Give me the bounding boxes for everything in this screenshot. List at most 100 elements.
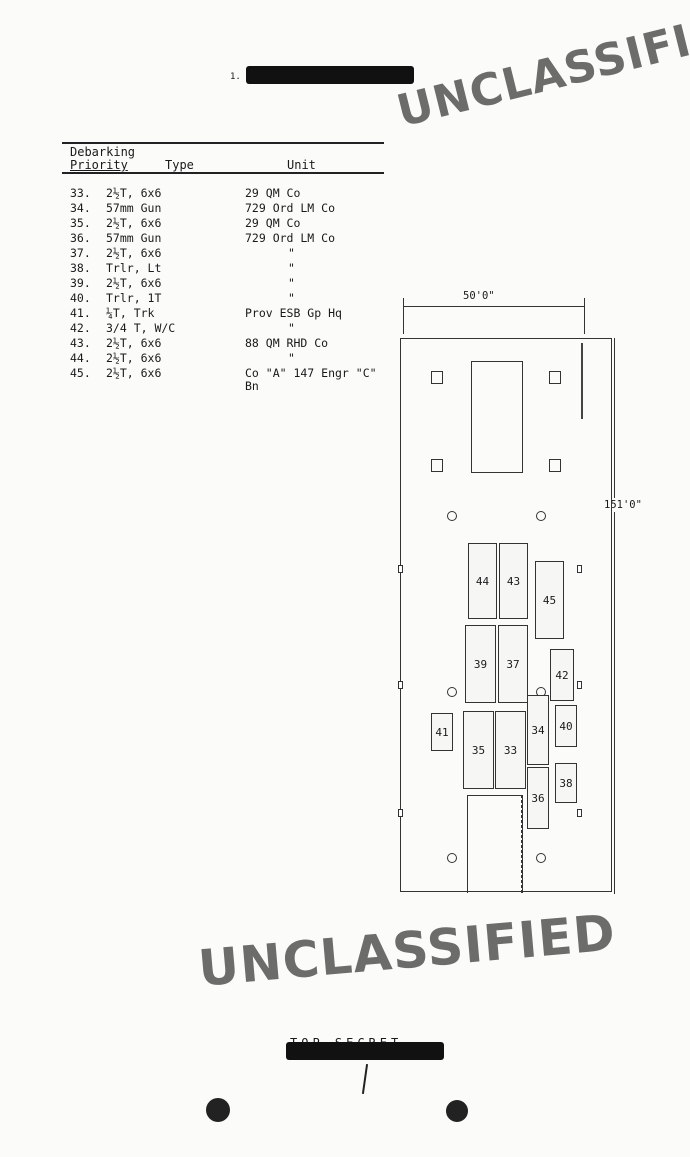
side-cleat bbox=[577, 681, 582, 689]
row-unit: " bbox=[288, 321, 295, 335]
hatch-opening-bottom bbox=[467, 795, 523, 893]
table-row: 35. 2½T, 6x6 29 QM Co bbox=[70, 216, 390, 231]
row-type: 57mm Gun bbox=[106, 231, 162, 245]
table-row: 34. 57mm Gun 729 Ord LM Co bbox=[70, 201, 390, 216]
row-unit: Prov ESB Gp Hq bbox=[245, 306, 342, 320]
vehicle-44: 44 bbox=[468, 543, 497, 619]
hatch-opening-top bbox=[471, 361, 523, 473]
row-type: 2½T, 6x6 bbox=[106, 216, 162, 230]
header-type: Type bbox=[165, 158, 194, 172]
vehicle-43: 43 bbox=[499, 543, 528, 619]
binder-hole bbox=[206, 1098, 230, 1122]
row-type: 57mm Gun bbox=[106, 201, 162, 215]
row-unit: 729 Ord LM Co bbox=[245, 201, 336, 215]
bitt-square bbox=[431, 459, 443, 472]
vehicle-39: 39 bbox=[465, 625, 496, 703]
table-row: 33. 2½T, 6x6 29 QM Co bbox=[70, 186, 390, 201]
redaction-bar-bottom bbox=[286, 1042, 444, 1060]
row-priority: 44. bbox=[70, 351, 91, 365]
vehicle-37: 37 bbox=[498, 625, 528, 703]
row-priority: 35. bbox=[70, 216, 91, 230]
row-priority: 38. bbox=[70, 261, 91, 275]
row-type: ¼T, Trk bbox=[106, 306, 155, 320]
row-unit: 29 QM Co bbox=[245, 216, 301, 230]
side-cleat bbox=[577, 565, 582, 573]
row-type: Trlr, Lt bbox=[106, 261, 162, 275]
deck-outline: 44 43 45 39 37 42 40 41 35 33 34 36 38 bbox=[398, 338, 612, 893]
row-unit: " bbox=[288, 246, 295, 260]
bitt-square bbox=[431, 371, 443, 384]
header-unit: Unit bbox=[287, 158, 316, 172]
table-row: 40. Trlr, 1T " bbox=[70, 291, 390, 306]
table-row: 39.2½T, 6x6" bbox=[70, 276, 390, 291]
row-type: 3/4 T, W/C bbox=[106, 321, 176, 335]
row-priority: 37. bbox=[70, 246, 91, 260]
bulkhead-line bbox=[581, 343, 583, 419]
width-dim-left-tick bbox=[403, 298, 404, 334]
table-header-rule bbox=[62, 172, 384, 174]
unclassified-stamp-bottom: UNCLASSIFIED bbox=[196, 903, 618, 998]
row-priority: 33. bbox=[70, 186, 91, 200]
dashed-line bbox=[521, 795, 522, 893]
row-priority: 41. bbox=[70, 306, 91, 320]
vehicle-41: 41 bbox=[431, 713, 453, 751]
deck-fitting-circle bbox=[447, 853, 457, 863]
row-type: 2½T, 6x6 bbox=[106, 186, 162, 200]
row-type: 2½T, 6x6 bbox=[106, 366, 162, 380]
pen-mark bbox=[361, 1064, 369, 1094]
row-type: 2½T, 6x6 bbox=[106, 351, 162, 365]
vehicle-34: 34 bbox=[527, 695, 549, 765]
row-priority: 34. bbox=[70, 201, 91, 215]
table-row: 37. 2½T, 6x6 " bbox=[70, 246, 390, 261]
row-priority: 43. bbox=[70, 336, 91, 350]
side-cleat bbox=[577, 809, 582, 817]
vehicle-35: 35 bbox=[463, 711, 494, 789]
table-row: 42.3/4 T, W/C" bbox=[70, 321, 390, 336]
length-label: 151'0" bbox=[604, 498, 642, 512]
width-dim-right-tick bbox=[584, 298, 585, 334]
table-row-continuation: Bn bbox=[70, 379, 390, 394]
table-row: 43. 2½T, 6x6 88 QM RHD Co bbox=[70, 336, 390, 351]
row-unit: " bbox=[288, 291, 295, 305]
side-cleat bbox=[398, 809, 403, 817]
row-priority: 36. bbox=[70, 231, 91, 245]
header-priority: Priority bbox=[70, 158, 128, 172]
length-dim-line bbox=[614, 338, 615, 894]
table-top-rule bbox=[62, 142, 384, 144]
unclassified-stamp-top: UNCLASSIFIED bbox=[392, 0, 690, 138]
side-cleat bbox=[398, 565, 403, 573]
table-row: 36. 57mm Gun 729 Ord LM Co bbox=[70, 231, 390, 246]
deck-fitting-circle bbox=[447, 687, 457, 697]
table-row: 45. 2½T, 6x6 Co "A" 147 Engr "C" bbox=[70, 366, 390, 381]
table-row: 44. 2½T, 6x6 " bbox=[70, 351, 390, 366]
vehicle-42: 42 bbox=[550, 649, 574, 701]
vehicle-33: 33 bbox=[495, 711, 526, 789]
deck-fitting-circle bbox=[447, 511, 457, 521]
side-cleat bbox=[398, 681, 403, 689]
deck-fitting-circle bbox=[536, 511, 546, 521]
row-unit: 88 QM RHD Co bbox=[245, 336, 329, 350]
row-type: Trlr, 1T bbox=[106, 291, 162, 305]
binder-hole bbox=[446, 1100, 468, 1122]
row-unit: " bbox=[288, 351, 295, 365]
bitt-square bbox=[549, 459, 561, 472]
bitt-square bbox=[549, 371, 561, 384]
page-mark: 1. bbox=[230, 72, 241, 82]
row-type: 2½T, 6x6 bbox=[106, 276, 162, 290]
row-priority: 40. bbox=[70, 291, 91, 305]
vehicle-40: 40 bbox=[555, 705, 577, 747]
table-row: 38. Trlr, Lt " bbox=[70, 261, 390, 276]
row-unit: " bbox=[288, 261, 295, 275]
row-priority: 39. bbox=[70, 276, 91, 290]
table-row: 41. ¼T, Trk Prov ESB Gp Hq bbox=[70, 306, 390, 321]
vehicle-36: 36 bbox=[527, 767, 549, 829]
row-priority: 45. bbox=[70, 366, 91, 380]
row-unit: 29 QM Co bbox=[245, 186, 301, 200]
width-label: 50'0" bbox=[460, 290, 498, 302]
row-type: 2½T, 6x6 bbox=[106, 246, 162, 260]
row-unit: Bn bbox=[245, 379, 259, 393]
row-unit: Co "A" 147 Engr "C" bbox=[245, 366, 377, 380]
row-unit: 729 Ord LM Co bbox=[245, 231, 336, 245]
vehicle-45: 45 bbox=[535, 561, 564, 639]
row-type: 2½T, 6x6 bbox=[106, 336, 162, 350]
